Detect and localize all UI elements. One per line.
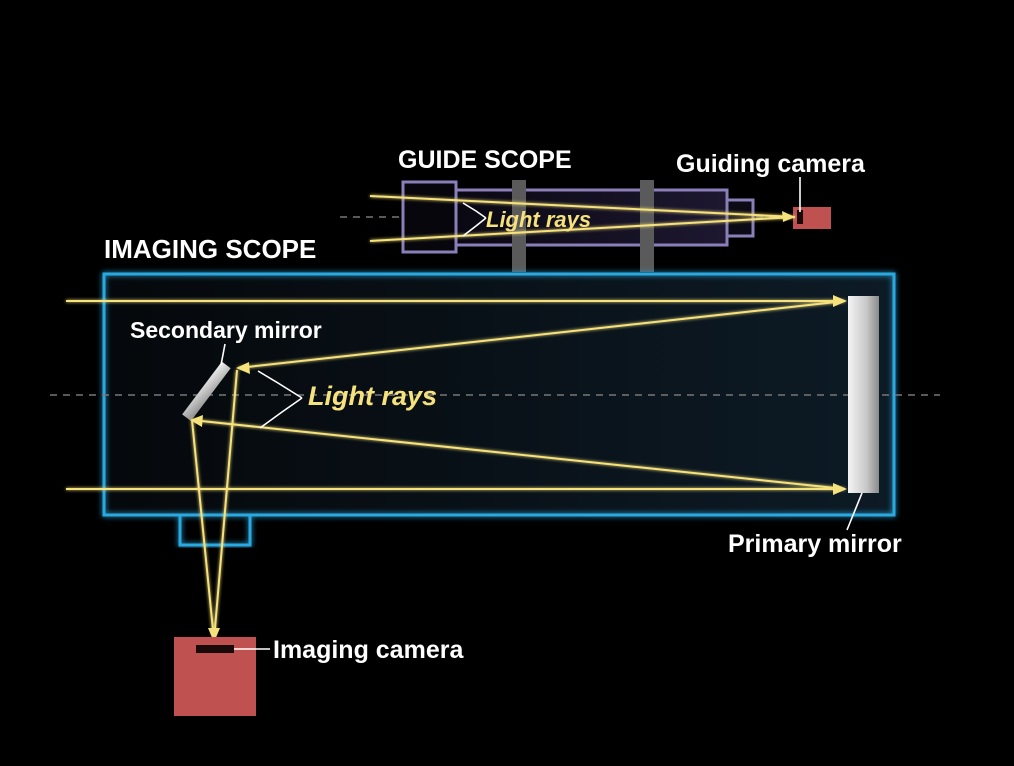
primary-mirror [848, 296, 879, 493]
guiding-camera-sensor [797, 210, 803, 224]
guiding-camera-label: Guiding camera [676, 150, 866, 178]
guide-scope-label: GUIDE SCOPE [398, 146, 572, 174]
labels: GUIDE SCOPE Guiding camera Light rays IM… [104, 146, 902, 664]
main-light-rays-label: Light rays [308, 381, 437, 411]
secondary-mirror-pointer [220, 343, 226, 366]
guide-ray-arrowhead [782, 211, 795, 222]
guide-light-rays [369, 195, 796, 242]
guide-ray-pointers [462, 202, 487, 237]
imaging-camera-sensor [196, 645, 234, 653]
guide-dew-shield [401, 180, 458, 254]
primary-mirror-label: Primary mirror [728, 530, 902, 558]
guide-tube-body [453, 188, 729, 247]
main-light-rays [66, 300, 846, 641]
main-ray-arrowheads [190, 295, 847, 642]
guide-focuser [725, 198, 755, 238]
imaging-camera-group [174, 637, 270, 716]
primary-mirror-pointer [846, 492, 863, 531]
secondary-mirror-label: Secondary mirror [130, 317, 322, 343]
imaging-camera-label: Imaging camera [273, 636, 464, 664]
imaging-focuser [178, 516, 252, 547]
guide-scope [340, 177, 831, 272]
main-ray-pointers [257, 370, 303, 429]
imaging-scope-label: IMAGING SCOPE [104, 234, 316, 264]
imaging-scope [50, 272, 940, 642]
guide-light-rays-label: Light rays [486, 207, 591, 232]
secondary-mirror [182, 361, 231, 421]
